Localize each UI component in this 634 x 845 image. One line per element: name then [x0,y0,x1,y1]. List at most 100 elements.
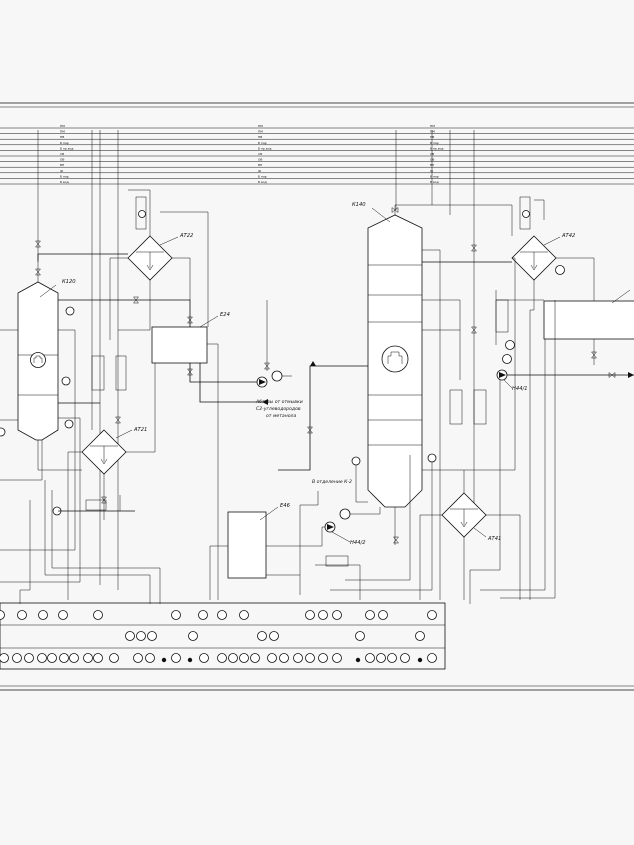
panel-gauge [427,653,437,663]
panel-indicator [417,657,423,663]
panel-gauge [12,653,22,663]
header-label: ПМ [430,130,435,134]
panel-gauge [378,610,388,620]
header-label: ПВ [258,135,262,139]
panel-indicator [161,657,167,663]
panel-gauge [250,653,260,663]
exchanger-at42: АТ42 [511,233,575,281]
valve-symbol [100,496,108,504]
instrument-panel [0,602,446,670]
panel-gauge [147,631,157,641]
panel-gauge [83,653,93,663]
panel-gauge [293,653,303,663]
exchanger-at41: АТ41 [441,492,501,542]
label-n44-1: Н44/1 [512,386,528,392]
panel-gauge [427,610,437,620]
label-n44-2: Н44/2 [350,540,366,546]
header-label: ПМ [258,124,263,128]
note-to-section: В отделение К-2 [312,479,352,485]
panel-gauge [0,653,9,663]
panel-gauge [198,610,208,620]
header-label: Б пар [258,141,267,145]
panel-gauge [145,653,155,663]
valve-symbol [132,296,140,304]
valve-symbol [114,416,122,424]
valve-symbols [34,206,616,544]
panel-gauge [37,653,47,663]
process-piping [0,189,634,604]
header-label: Б вод [258,180,267,184]
note-waste-line3: от метанола [266,414,296,419]
header-label: ВН [258,163,262,167]
panel-gauge [269,631,279,641]
label-at21: АТ21 [133,427,147,433]
panel-gauge [365,653,375,663]
header-label: Б вод [430,180,439,184]
header-label: Б пар [60,174,69,178]
valve-symbol [470,326,478,334]
valve-symbol [263,362,271,370]
panel-gauge [69,653,79,663]
label-at41: АТ41 [487,536,501,542]
panel-gauge [59,653,69,663]
panel-gauge [228,653,238,663]
vessel-e46: Е46 [227,503,291,579]
vessel-e24: Е24 [151,312,230,364]
header-label: ПВ [60,135,64,139]
header-label: Б пр.вод [60,146,74,150]
sheet-frame [0,102,634,691]
header-label: Б пар [430,141,439,145]
panel-gauge [24,653,34,663]
valve-symbol [34,268,42,276]
label-at22: АТ22 [179,233,193,239]
note-waste-line2: С2-углеводородов [256,406,301,412]
panel-gauge [58,610,68,620]
panel-gauge [239,653,249,663]
panel-gauge [305,610,315,620]
panel-gauge [17,610,27,620]
header-label: Б пар [430,174,439,178]
valve-symbol [186,368,194,376]
valve-symbol [392,536,400,544]
panel-indicator [355,657,361,663]
instrument-bubbles [52,210,565,516]
header-label: ВН [60,163,64,167]
header-label: ПМ [258,130,263,134]
control-stations [85,196,531,567]
panel-gauge [93,610,103,620]
label-k120: К120 [62,279,76,285]
panel-gauge [415,631,425,641]
header-label: ПМ [60,124,65,128]
panel-gauge [387,653,397,663]
panel-gauge [376,653,386,663]
panel-gauge [217,653,227,663]
column-k140: К140 [351,202,437,545]
panel-gauge [239,610,249,620]
header-label: ОВ [60,158,64,162]
panel-gauge [355,631,365,641]
header-label: Ж [258,169,262,173]
column-k120: К120 [0,262,76,441]
valve-symbol [306,426,314,434]
valve-symbol [186,316,194,324]
exchanger-at22: АТ22 [127,233,193,281]
panel-gauge [332,653,342,663]
note-waste-line1: Абгазы от отмывки [255,399,303,405]
panel-gauge [400,653,410,663]
header-label: Ж [60,169,64,173]
panel-gauge [305,653,315,663]
panel-gauge [279,653,289,663]
panel-gauge [47,653,57,663]
valve-symbol [391,206,399,214]
header-label: ПМ [60,130,65,134]
panel-gauge [267,653,277,663]
utility-header-lines [0,127,634,185]
valve-symbol [608,371,616,379]
header-label: Б пар [258,174,267,178]
label-k140: К140 [352,202,366,208]
label-e46: Е46 [280,503,291,509]
panel-gauge [93,653,103,663]
panel-gauge [318,610,328,620]
panel-gauge [136,631,146,641]
